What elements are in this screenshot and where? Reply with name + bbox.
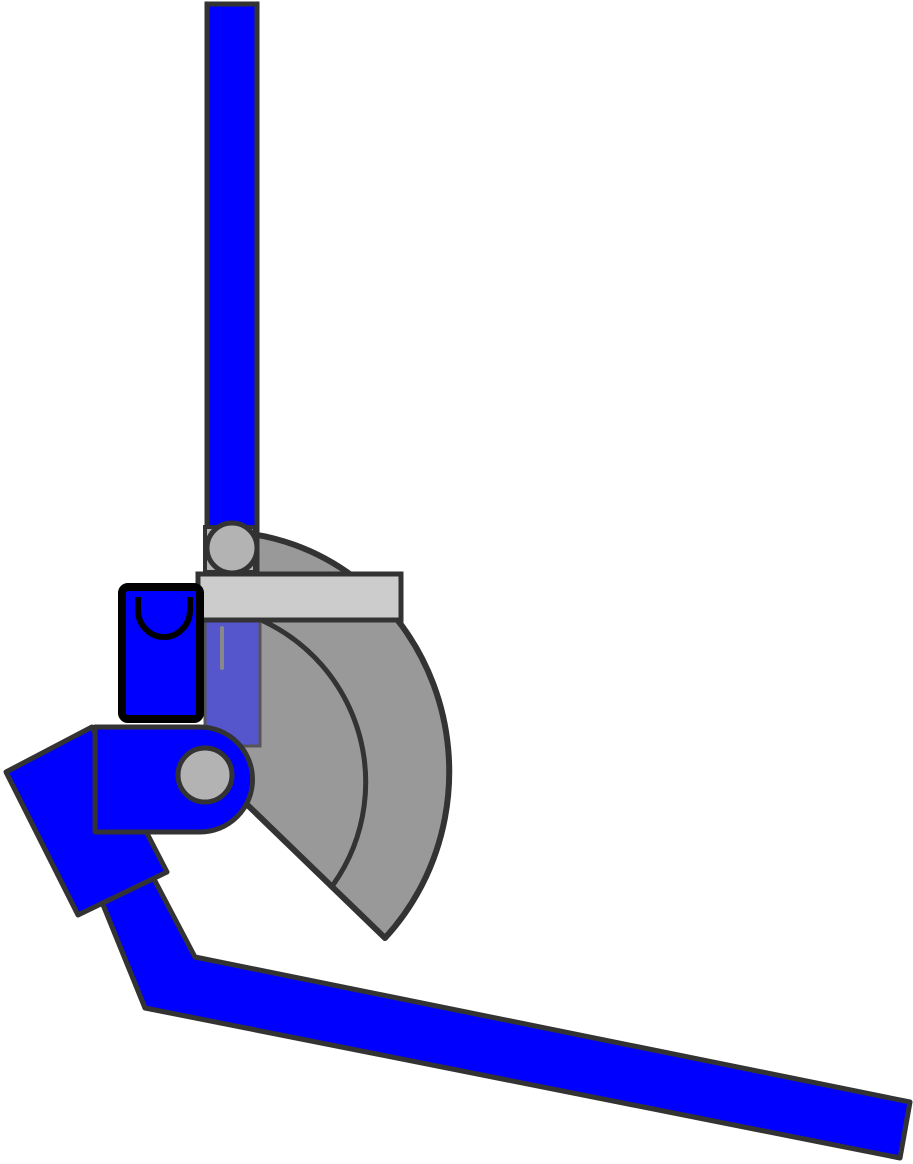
short-handle: [3, 724, 170, 918]
upper-tube: [204, 1, 260, 573]
bottom-pivot-pin: [175, 745, 235, 805]
tube-in-die: [203, 616, 262, 748]
tube-holder-cup: [135, 597, 193, 640]
tube-clamp-bar: [195, 571, 404, 623]
lower-handle: [92, 859, 913, 1161]
top-pivot-pin: [204, 520, 260, 576]
